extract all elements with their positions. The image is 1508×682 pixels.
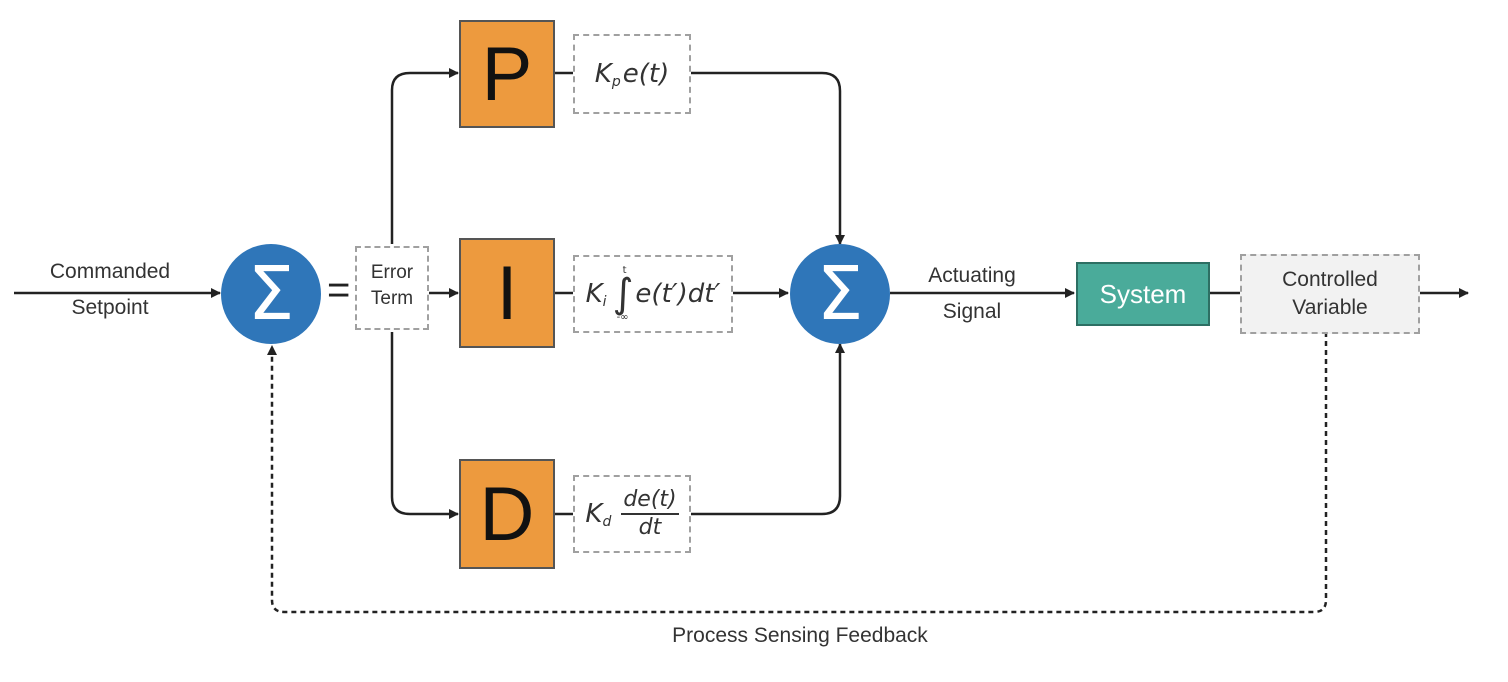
i-gain-symbol: K xyxy=(585,279,603,309)
input-line1: Commanded xyxy=(49,260,171,283)
integral-sign: ∫ xyxy=(612,271,634,317)
equals-sign: = xyxy=(327,268,351,312)
sigma-icon: Σ xyxy=(247,251,295,337)
actuating-line1: Actuating xyxy=(928,264,1016,287)
error-term-box: Error Term xyxy=(355,246,429,330)
d-gain-subscript: d xyxy=(602,514,612,530)
derivative-numerator: de(t) xyxy=(621,487,679,515)
i-gain-subscript: i xyxy=(602,294,607,310)
integral-upper-limit: t xyxy=(622,265,627,276)
d-to-sum xyxy=(690,343,845,516)
integral-icon: ∫ t -∞ xyxy=(612,265,634,323)
integral-block: I xyxy=(459,238,555,348)
error-term-line2: Term xyxy=(370,288,414,309)
error-summing-junction: Σ xyxy=(221,244,321,344)
p-gain-subscript: p xyxy=(611,74,621,90)
p-to-sum xyxy=(690,71,845,245)
integral-lower-limit: -∞ xyxy=(616,312,629,323)
commanded-setpoint-label: Commanded Setpoint xyxy=(30,258,190,322)
actuating-line2: Signal xyxy=(942,300,1002,323)
d-gain-symbol: K xyxy=(585,499,603,529)
branch-to-d xyxy=(390,332,459,519)
derivative-denominator: dt xyxy=(638,515,662,540)
branch-to-p xyxy=(390,68,459,244)
i-expression: e(t′)dt′ xyxy=(635,279,721,309)
p-gain-symbol: K xyxy=(594,59,612,89)
sigma-icon: Σ xyxy=(816,251,864,337)
proportional-block: P xyxy=(459,20,555,128)
controlled-line2: Variable xyxy=(1292,296,1368,319)
actuating-signal-label: Actuating Signal xyxy=(902,262,1042,326)
p-expression: e(t) xyxy=(622,59,670,89)
input-line2: Setpoint xyxy=(71,296,149,319)
controlled-variable-box: Controlled Variable xyxy=(1240,254,1420,334)
error-term-line1: Error xyxy=(370,262,414,283)
output-summing-junction: Σ xyxy=(790,244,890,344)
derivative-block: D xyxy=(459,459,555,569)
controlled-line1: Controlled xyxy=(1282,268,1378,291)
derivative-fraction: de(t) dt xyxy=(621,487,679,541)
feedback-path xyxy=(267,332,1328,614)
feedback-label: Process Sensing Feedback xyxy=(672,624,928,647)
system-block: System xyxy=(1076,262,1210,326)
